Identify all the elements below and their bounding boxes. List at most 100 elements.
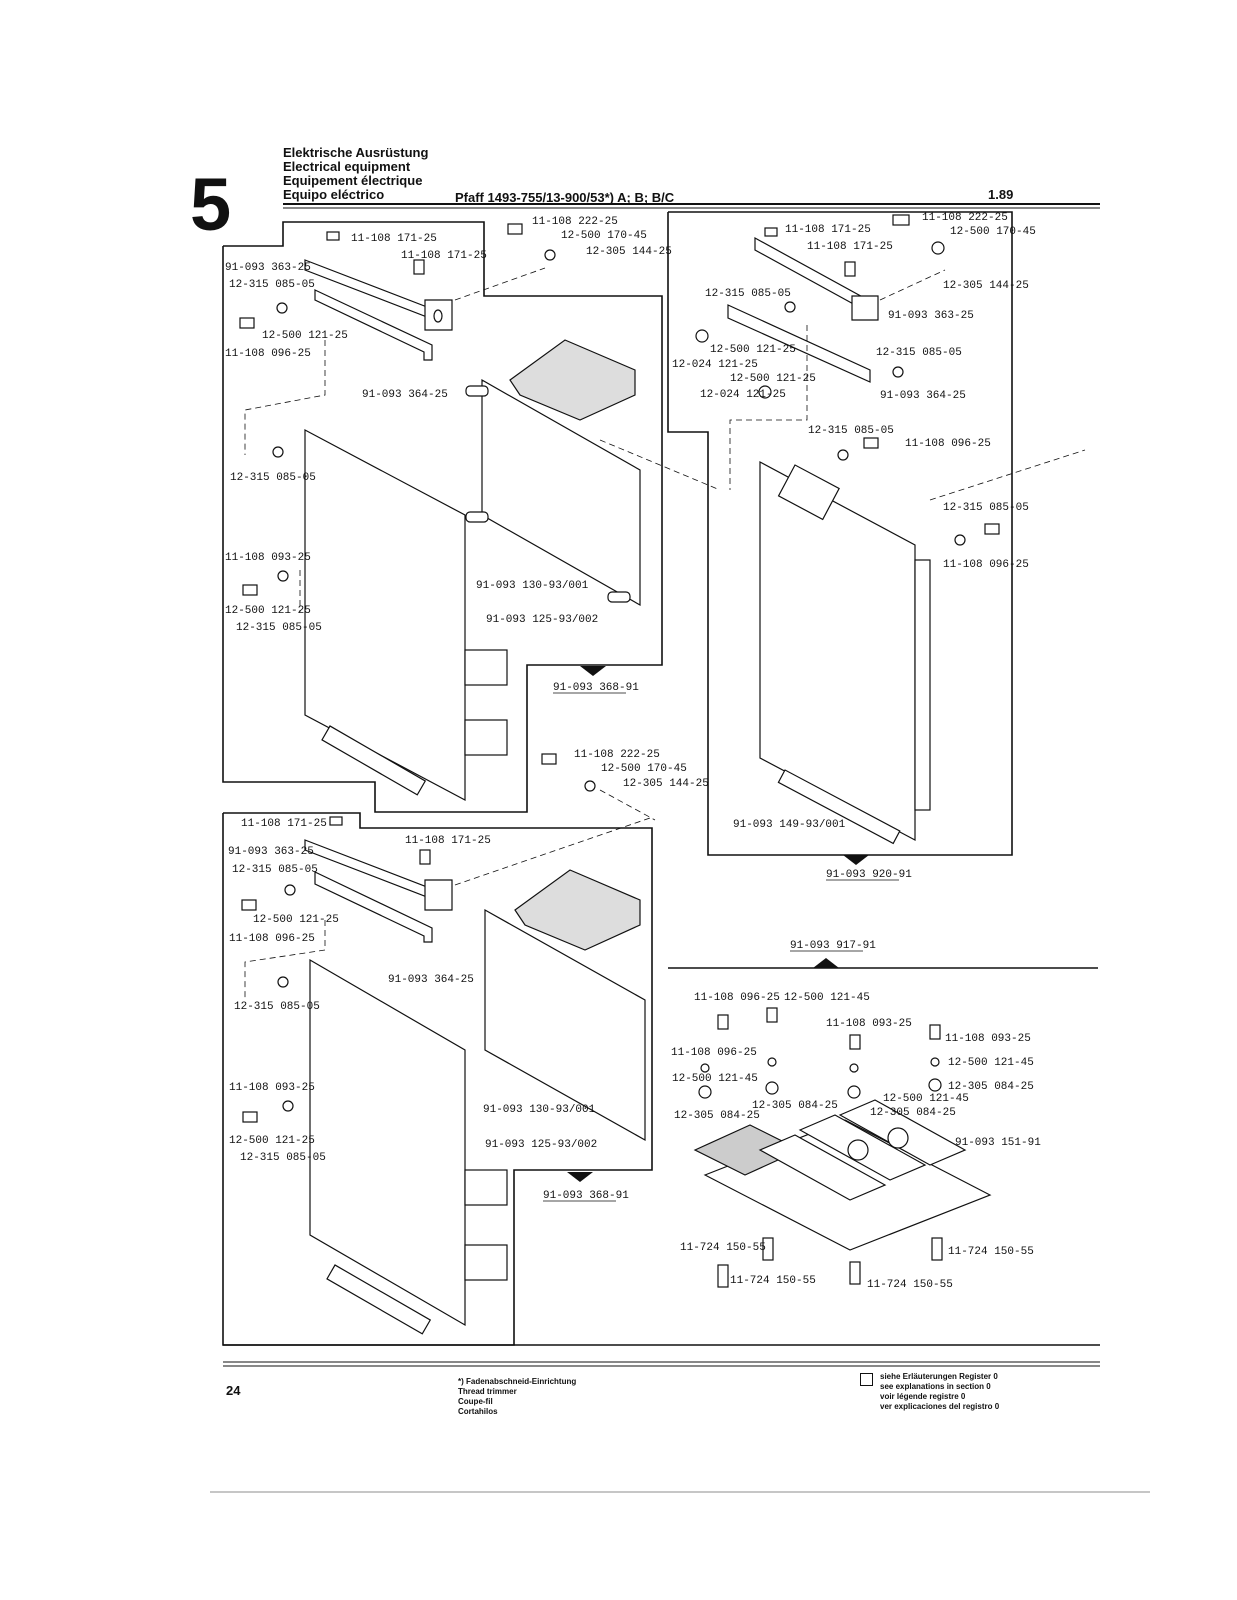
right-assembly (695, 214, 1000, 845)
spacer-1 (762, 1237, 774, 1261)
part-label: 12-315 085-05 (236, 622, 322, 634)
panel-right-outline (667, 211, 1013, 856)
part-label: 12-305 144-25 (943, 280, 1029, 292)
part-label: 12-500 170-45 (950, 226, 1036, 238)
bl-bracket-lower (314, 871, 433, 943)
circuit-board-front (304, 429, 466, 801)
top-left-leader-dashes (244, 267, 721, 612)
part-label: 91-093 130-93/001 (476, 580, 589, 592)
part-label: 12-500 121-45 (784, 992, 870, 1004)
title-german: Elektrische Ausrüstung (283, 145, 429, 160)
br-lockwasher-4 (849, 1063, 859, 1073)
r-edge-connector (914, 559, 931, 811)
part-label: 12-305 084-25 (674, 1110, 760, 1122)
bl-screw-3 (241, 899, 257, 911)
bl-washer-2 (277, 976, 289, 988)
footnote-line: Cortahilos (458, 1407, 498, 1416)
assembly-ref-bottom-right: 91-093 917-91 (790, 940, 876, 952)
part-label: 12-500 121-45 (672, 1073, 758, 1085)
part-label: 11-108 096-25 (943, 559, 1029, 571)
r-washer-2 (784, 301, 796, 313)
title-french: Equipement électrique (283, 173, 423, 188)
screw-4 (242, 584, 258, 596)
bottom-right-assembly (693, 1007, 992, 1288)
part-label: 91-093 363-25 (225, 262, 311, 274)
board-rail (321, 725, 427, 796)
r-screw-1 (764, 227, 778, 237)
part-label: 11-108 222-25 (532, 216, 618, 228)
capacitor-2 (887, 1127, 909, 1149)
part-label: 12-305 084-25 (752, 1100, 838, 1112)
bl-washer-1 (284, 884, 296, 896)
middle-leader-dash (599, 789, 656, 821)
marker-bottom-right (813, 958, 839, 968)
marker-top-left (580, 666, 606, 676)
slot-connector-1 (758, 1134, 887, 1201)
screw-head-1 (326, 231, 340, 241)
part-label: 11-108 171-25 (351, 233, 437, 245)
br-lockwasher-1 (767, 1057, 777, 1067)
part-label: 11-724 150-55 (867, 1279, 953, 1291)
part-label: 12-500 121-45 (948, 1057, 1034, 1069)
part-label: 12-315 085-05 (943, 502, 1029, 514)
right-leader-dashes (729, 269, 1086, 501)
part-label: 12-315 085-05 (240, 1152, 326, 1164)
machine-model: Pfaff 1493-755/13-900/53*) A; B; B/C (455, 190, 675, 205)
ribbon-cable (509, 339, 636, 421)
standoff-3 (607, 591, 631, 603)
br-washer-4 (928, 1078, 942, 1092)
washer-2 (272, 446, 284, 458)
screw-5 (507, 223, 523, 235)
title-spanish: Equipo eléctrico (283, 187, 385, 202)
part-label: 11-108 096-25 (225, 348, 311, 360)
edition-date: 1.89 (988, 187, 1014, 202)
part-label: 12-315 085-05 (234, 1001, 320, 1013)
connector-upper (464, 649, 508, 686)
standoff-1 (465, 385, 489, 397)
r-connector-top (777, 464, 840, 521)
bl-board-rail (326, 1264, 432, 1335)
reference-markers (567, 666, 869, 1182)
screw-3 (239, 317, 255, 329)
part-label: 91-093 364-25 (362, 389, 448, 401)
marker-bottom-left (567, 1172, 593, 1182)
part-label: 11-108 096-25 (671, 1047, 757, 1059)
m-washer (584, 780, 596, 792)
part-label: 11-108 093-25 (945, 1033, 1031, 1045)
part-label: 11-108 096-25 (905, 438, 991, 450)
part-label: 12-024 121-25 (672, 359, 758, 371)
washer-3 (277, 570, 289, 582)
part-label: 91-093 149-93/001 (733, 819, 846, 831)
part-label: 11-108 171-25 (405, 835, 491, 847)
part-label: 91-093 151-91 (955, 1137, 1041, 1149)
spacer-4 (931, 1237, 943, 1261)
footnote-line: *) Fadenabschneid-Einrichtung (458, 1377, 577, 1386)
part-label: 11-108 171-25 (241, 818, 327, 830)
br-screw-3 (849, 1034, 861, 1050)
br-screw-4 (929, 1024, 941, 1040)
legend-line: see explanations in section 0 (880, 1382, 991, 1391)
r-screw-3 (892, 214, 910, 226)
legend-line: siehe Erläuterungen Register 0 (880, 1372, 998, 1381)
br-screw-2 (766, 1007, 778, 1023)
legend-box-icon (860, 1373, 873, 1386)
r-bracket-tab (851, 295, 879, 321)
footnote-line: Coupe-fil (458, 1397, 493, 1406)
part-label: 11-108 093-25 (826, 1018, 912, 1030)
part-label: 11-108 093-25 (225, 552, 311, 564)
bl-circuit-board-rear (484, 908, 646, 1142)
bl-screw-4 (242, 1111, 258, 1123)
bl-circuit-board-front (309, 958, 466, 1327)
bl-screw-1 (329, 816, 343, 826)
br-lockwasher-3 (930, 1057, 940, 1067)
assembly-ref-right: 91-093 920-91 (826, 869, 912, 881)
section-number: 5 (190, 163, 232, 246)
part-label: 12-315 085-05 (230, 472, 316, 484)
part-label: 12-500 170-45 (561, 230, 647, 242)
part-label: 91-093 125-93/002 (485, 1139, 597, 1151)
part-label: 11-108 222-25 (922, 212, 1008, 224)
part-label: 12-315 085-05 (808, 425, 894, 437)
screw-2 (413, 259, 425, 275)
capacitor-1 (847, 1139, 869, 1161)
